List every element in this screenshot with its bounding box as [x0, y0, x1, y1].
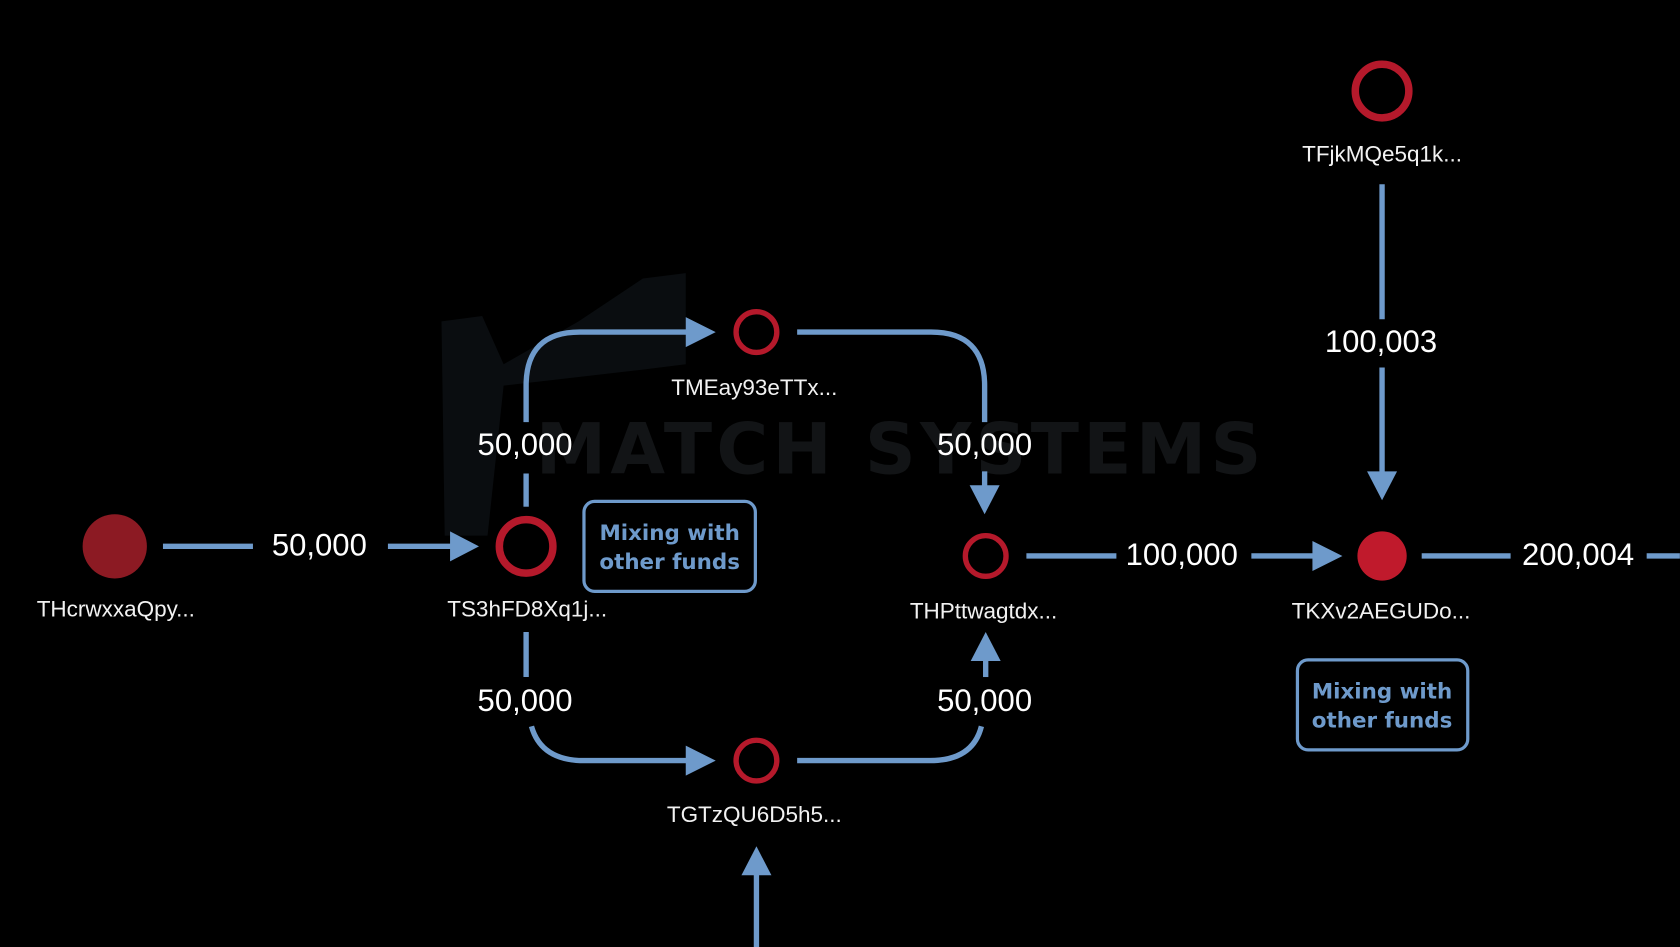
- mixing-note-1: Mixing with other funds: [582, 499, 757, 593]
- arrow-icon: [1367, 471, 1398, 501]
- arrow-icon: [970, 632, 1001, 661]
- node-source[interactable]: THcrwxxaQpy...: [37, 514, 195, 622]
- edge-amount: 50,000: [478, 427, 573, 462]
- edge-source-to-split: 50,000: [162, 528, 479, 563]
- arrow-icon: [741, 846, 772, 876]
- edge-incoming-to-lower: [741, 846, 772, 947]
- edge-merge-to-target: 100,000: [1026, 537, 1343, 572]
- node-lower[interactable]: TGTzQU6D5h5...: [667, 737, 842, 827]
- wallet-node-ring-icon: [495, 515, 557, 577]
- mixing-note-line1: Mixing with: [599, 521, 739, 546]
- node-target[interactable]: TKXv2AEGUDo...: [1292, 531, 1471, 624]
- edge-amount: 50,000: [937, 427, 1032, 462]
- edge-split-to-lower: 50,000: [478, 632, 716, 776]
- node-split[interactable]: TS3hFD8Xq1j...: [447, 515, 607, 622]
- arrow-icon: [1312, 540, 1343, 571]
- edge-amount: 100,000: [1126, 537, 1238, 572]
- wallet-node-ring-icon: [733, 309, 780, 356]
- watermark-text: MATCH SYSTEMS: [536, 408, 1266, 491]
- edge-top-to-target: 100,003: [1325, 184, 1437, 501]
- node-address: TGTzQU6D5h5...: [667, 802, 842, 827]
- edge-amount: 200,004: [1522, 537, 1634, 572]
- wallet-node-filled-icon: [1357, 531, 1407, 581]
- edge-lower-to-merge: 50,000: [797, 632, 1032, 764]
- watermark-logo-icon: [441, 273, 686, 536]
- arrow-icon: [450, 531, 479, 562]
- node-merge[interactable]: THPttwagtdx...: [910, 532, 1057, 624]
- arrow-icon: [685, 317, 716, 348]
- node-address: THPttwagtdx...: [910, 599, 1057, 624]
- mixing-note-2: Mixing with other funds: [1295, 658, 1470, 752]
- wallet-node-ring-icon: [1351, 60, 1413, 122]
- edge-amount: 100,003: [1325, 324, 1437, 359]
- edge-amount: 50,000: [478, 683, 573, 718]
- mixing-note-line1: Mixing with: [1312, 679, 1452, 704]
- arrow-icon: [969, 485, 1000, 515]
- edge-split-to-upper: 50,000: [478, 317, 716, 507]
- node-address: THcrwxxaQpy...: [37, 597, 195, 622]
- wallet-node-ring-icon: [733, 737, 780, 784]
- watermark: MATCH SYSTEMS: [441, 273, 1266, 536]
- node-address: TS3hFD8Xq1j...: [447, 597, 607, 622]
- mixing-note-line2: other funds: [1312, 708, 1453, 733]
- wallet-node-ring-icon: [962, 532, 1009, 580]
- edge-amount: 50,000: [272, 528, 367, 563]
- arrow-icon: [685, 745, 716, 776]
- node-address: TMEay93eTTx...: [671, 375, 837, 400]
- edge-target-out: 200,004: [1421, 537, 1680, 572]
- wallet-node-filled-icon: [82, 514, 147, 579]
- node-address: TKXv2AEGUDo...: [1292, 599, 1471, 624]
- edge-amount: 50,000: [937, 683, 1032, 718]
- edge-upper-to-merge: 50,000: [797, 329, 1032, 515]
- mixing-note-line2: other funds: [599, 550, 740, 575]
- node-address: TFjkMQe5q1k...: [1302, 141, 1462, 166]
- node-top[interactable]: TFjkMQe5q1k...: [1302, 60, 1462, 166]
- node-upper[interactable]: TMEay93eTTx...: [671, 309, 837, 400]
